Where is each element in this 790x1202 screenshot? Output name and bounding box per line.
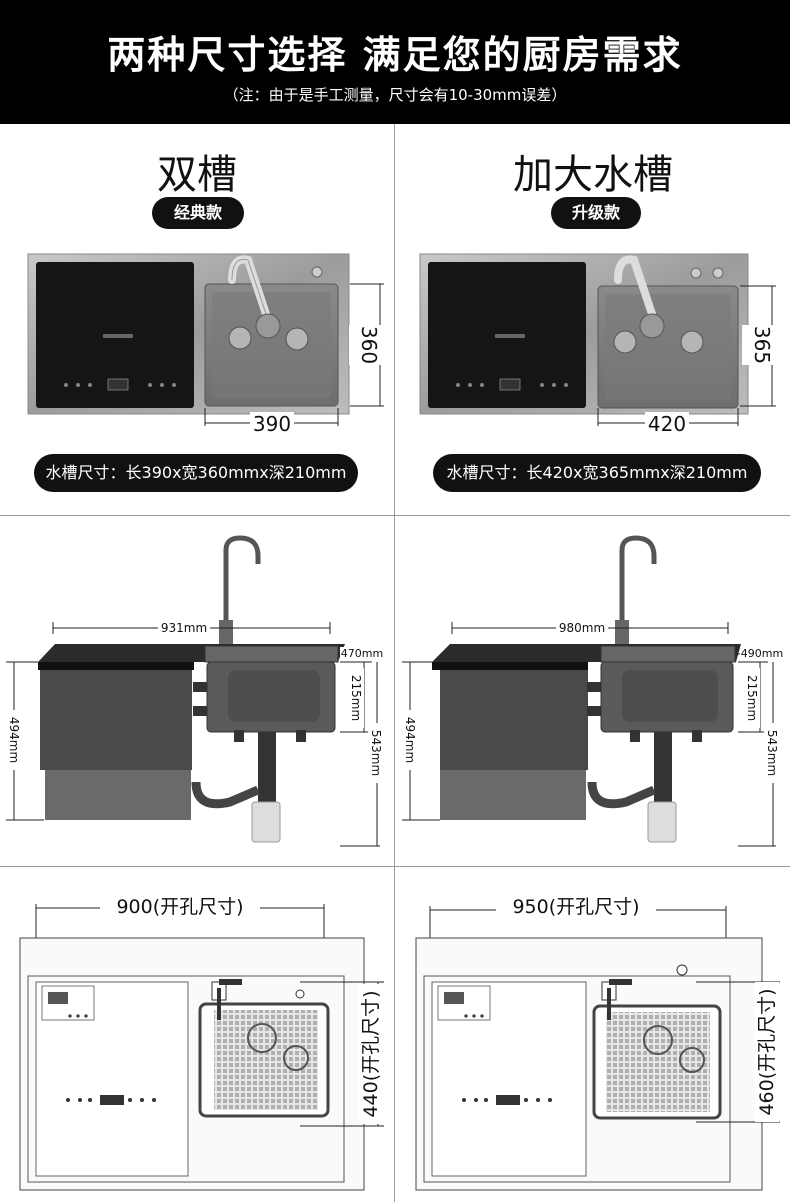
left-side-left-height: 494mm <box>6 710 22 770</box>
right-side-left-height: 494mm <box>402 710 418 770</box>
left-side-view <box>6 535 380 847</box>
row-divider-2 <box>0 866 790 867</box>
page-title: 两种尺寸选择 满足您的厨房需求 <box>107 33 683 77</box>
right-model-badge: 升级款 <box>551 197 641 229</box>
right-side-total-width: 980mm <box>556 621 608 635</box>
right-cutout-depth: 460(开孔尺寸) <box>755 982 779 1122</box>
right-side-bowl-depth: 215mm <box>744 668 760 728</box>
header-banner: 两种尺寸选择 满足您的厨房需求 （注：由于是手工测量，尺寸会有10-30mm误差… <box>0 0 790 124</box>
left-side-bowl-depth: 215mm <box>348 668 364 728</box>
right-top-view <box>419 253 776 426</box>
left-side-total-width: 931mm <box>158 621 210 635</box>
column-divider <box>394 124 395 1202</box>
right-top-depth: 365 <box>742 325 782 365</box>
right-cutout-width: 950(开孔尺寸) <box>496 892 656 919</box>
left-side-right-height: 543mm <box>368 723 384 783</box>
right-side-right-height: 543mm <box>764 723 780 783</box>
right-side-width: 490mm <box>740 647 784 660</box>
right-cutout-view <box>415 906 780 1191</box>
right-model-title: 加大水槽 <box>513 152 673 198</box>
left-model-title: 双槽 <box>157 152 237 198</box>
left-top-width: 390 <box>250 412 294 436</box>
left-top-view <box>27 253 384 426</box>
right-top-width: 420 <box>645 412 689 436</box>
left-top-depth: 360 <box>349 325 389 365</box>
right-spec-pill: 水槽尺寸：长420x宽365mmx深210mm <box>433 454 761 492</box>
left-spec-pill: 水槽尺寸：长390x宽360mmx深210mm <box>34 454 358 492</box>
right-side-view <box>402 535 776 847</box>
left-side-width: 470mm <box>340 647 384 660</box>
row-divider-1 <box>0 515 790 516</box>
left-cutout-width: 900(开孔尺寸) <box>100 892 260 919</box>
measurement-note: （注：由于是手工测量，尺寸会有10-30mm误差） <box>223 86 567 104</box>
left-cutout-view <box>19 904 384 1191</box>
left-model-badge: 经典款 <box>152 197 244 229</box>
left-cutout-depth: 440(开孔尺寸) <box>359 984 383 1124</box>
